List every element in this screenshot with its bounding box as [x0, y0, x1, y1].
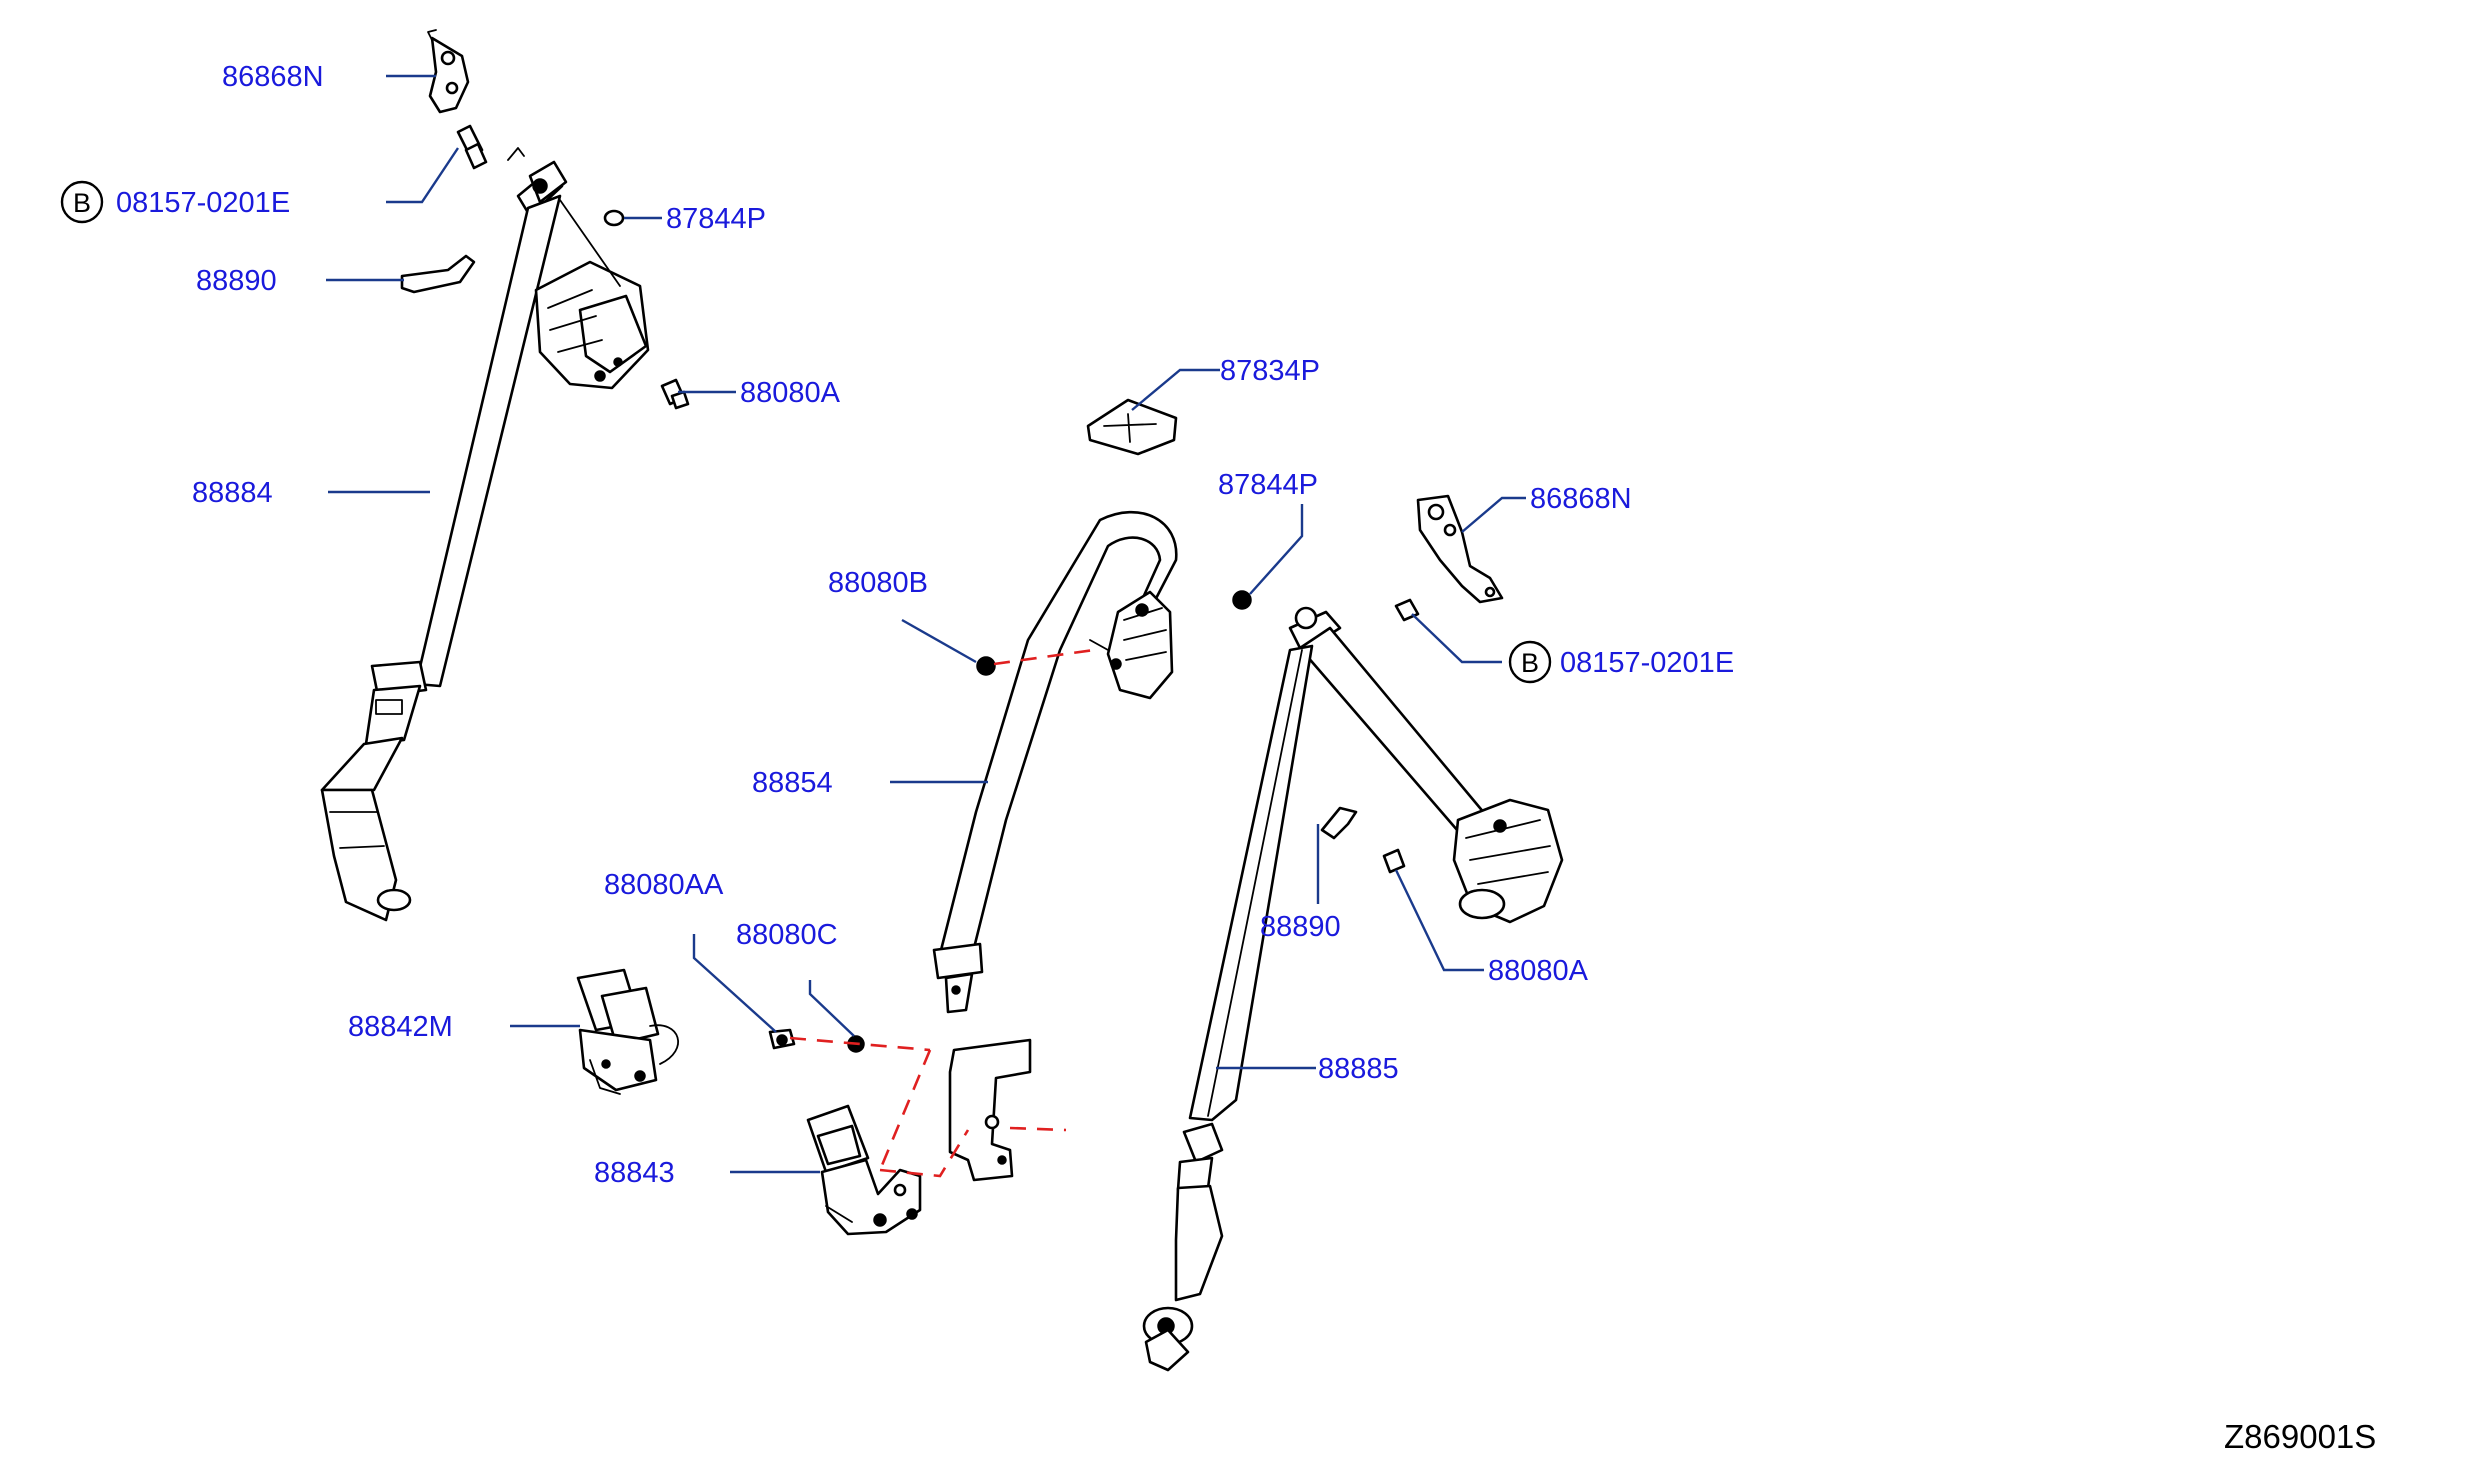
- label-c1: 86868N: [222, 61, 324, 93]
- retractor-right: [1452, 798, 1564, 924]
- leader-c15: [808, 980, 855, 1037]
- belt-webbing-upper-right: [1298, 626, 1492, 840]
- belt-webbing-long-left: [414, 194, 562, 688]
- cap-right: [1232, 590, 1252, 610]
- label-c16: 88080A: [1488, 955, 1589, 987]
- label-c13: 88890: [1260, 911, 1341, 943]
- retractor-center: [1089, 590, 1174, 700]
- belt-webbing-long-right: [1188, 644, 1314, 1122]
- belt-webbing-center: [936, 510, 1178, 966]
- anchor-bracket-top-left: [427, 29, 470, 114]
- leader-lines: [326, 74, 1526, 1174]
- leader-c10: [901, 618, 977, 664]
- cover-center: [1086, 398, 1178, 456]
- label-c19: 88843: [594, 1157, 675, 1189]
- retractor-left: [534, 199, 650, 390]
- bolt-top-left: [456, 124, 488, 170]
- label-c5: 88080A: [740, 377, 841, 409]
- label-c14: 88080AA: [604, 869, 724, 901]
- leader-c8: [1249, 504, 1304, 595]
- leader-c2: [386, 147, 459, 204]
- svg-text:B: B: [1521, 648, 1539, 678]
- leader-c11: [1411, 613, 1502, 664]
- label-c4: 88890: [196, 265, 277, 297]
- seat-belt-assembly-right: [1142, 494, 1564, 1372]
- label-c2: 08157-0201E: [116, 187, 290, 219]
- leader-c7: [1131, 368, 1220, 411]
- circle-marker-left: B: [60, 180, 104, 224]
- label-c6: 88884: [192, 477, 273, 509]
- leader-c16: [1394, 869, 1484, 972]
- anchor-bracket-right: [1416, 494, 1504, 604]
- dashed-connectors: [789, 648, 1095, 1178]
- leader-c14: [692, 934, 777, 1033]
- label-c15: 88080C: [736, 919, 838, 951]
- tongue-lower-left: [320, 660, 428, 922]
- seat-belt-assembly-left: [320, 29, 690, 922]
- leader-c9: [1461, 496, 1526, 533]
- label-c3: 87844P: [666, 203, 766, 235]
- pad-left: [400, 254, 476, 294]
- pad-right: [1320, 806, 1358, 840]
- bolt-retractor-left: [660, 378, 690, 410]
- label-c7: 87834P: [1220, 355, 1320, 387]
- label-c10: 88080B: [828, 567, 928, 599]
- tongue-center: [932, 942, 984, 1014]
- label-c12: 88854: [752, 767, 833, 799]
- nut-retractor-center: [976, 656, 996, 676]
- label-c18: 88885: [1318, 1053, 1399, 1085]
- circle-marker-right: B: [1508, 640, 1552, 684]
- label-c17: 88842M: [348, 1011, 453, 1043]
- anchor-plate-center: [948, 1038, 1032, 1182]
- cap-top-left: [603, 209, 625, 227]
- figure-code: Z869001S: [2224, 1418, 2376, 1455]
- buckle-88843: [806, 1104, 922, 1236]
- part-labels: 86868N 08157-0201E 87844P 88890 88080A 8…: [116, 61, 1734, 1189]
- label-c11: 08157-0201E: [1560, 647, 1734, 679]
- bolt-retractor-right: [1382, 848, 1406, 874]
- label-c9: 86868N: [1530, 483, 1632, 515]
- seat-belt-assembly-center: [932, 398, 1178, 1182]
- label-c8: 87844P: [1218, 469, 1318, 501]
- buckle-88842M: [576, 968, 679, 1095]
- bolt-88080AA: [768, 1028, 796, 1050]
- tongue-lower-right: [1142, 1122, 1224, 1372]
- svg-text:B: B: [73, 188, 91, 218]
